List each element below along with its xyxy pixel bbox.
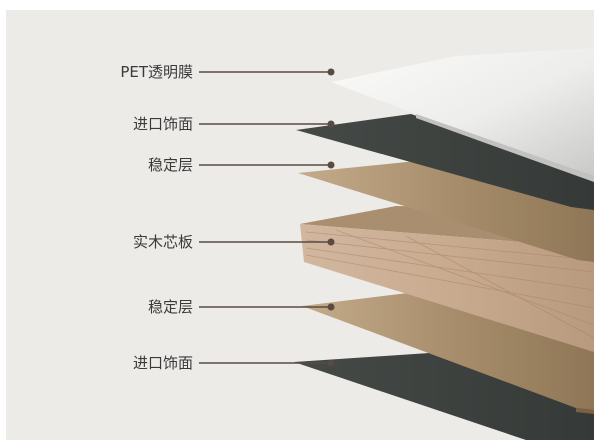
label-decor-top: 进口饰面	[132, 115, 193, 133]
label-decor-bottom: 进口饰面	[132, 354, 193, 372]
wood-grain	[305, 229, 594, 339]
layers-illustration	[199, 48, 594, 440]
label-stabilizer-bottom: 稳定层	[147, 298, 193, 316]
label-stabilizer-top: 稳定层	[147, 156, 193, 174]
layer-diagram: PET透明膜 进口饰面 稳定层 实木芯板 稳定层 进口饰面	[6, 10, 594, 440]
pet-film-edge	[416, 114, 594, 182]
leader-dots	[327, 68, 335, 367]
solid-core-edge	[300, 224, 594, 352]
leader-dot-stabilizer-bottom	[327, 303, 335, 311]
leader-dot-decor-bottom	[327, 359, 335, 367]
pet-film-sheet	[331, 48, 594, 176]
label-pet-film: PET透明膜	[120, 63, 193, 81]
label-solid-core: 实木芯板	[132, 233, 193, 251]
stabilizer-bottom-edge	[576, 408, 594, 414]
leader-dot-decor-top	[327, 120, 335, 128]
leader-dot-core	[327, 238, 335, 246]
leader-lines	[199, 71, 330, 364]
leader-dot-stabilizer-top	[327, 161, 335, 169]
leader-dot-pet	[327, 68, 335, 76]
decor-top-sheet	[296, 114, 594, 210]
